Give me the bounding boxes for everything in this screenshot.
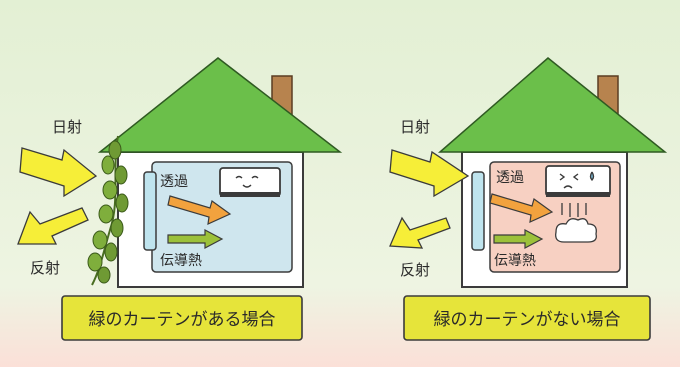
- conduction-arrow: [167, 229, 224, 249]
- air-conditioner: [219, 167, 281, 197]
- calm-face-icon: [235, 175, 259, 188]
- transmit-label: 透過: [160, 174, 188, 190]
- caption-box: [61, 295, 303, 341]
- sun-arrow: [389, 149, 470, 198]
- sun-label: 日射: [400, 118, 430, 136]
- reflect-label: 反射: [400, 261, 430, 279]
- transmit-arrow: [167, 195, 232, 225]
- reflect-arrow: [17, 207, 89, 245]
- roof: [437, 57, 668, 153]
- cold-air-icon: [555, 203, 597, 243]
- caption-box: [403, 295, 651, 341]
- right-panel: 透過 伝導熱 日射 反射 緑のカーテンがない場合: [389, 57, 668, 341]
- window: [471, 171, 485, 251]
- left-panel: 透過 伝導熱 日射 反射 緑のカーテンがある場合: [17, 57, 343, 341]
- window: [143, 171, 157, 251]
- conduction-arrow: [493, 229, 544, 249]
- reflect-label: 反射: [30, 259, 60, 277]
- reflect-arrow: [389, 216, 451, 249]
- air-conditioner: [545, 165, 611, 243]
- transmit-label: 透過: [496, 170, 524, 186]
- caption: 緑のカーテンがある場合: [89, 310, 276, 330]
- conduct-label: 伝導熱: [494, 253, 536, 269]
- green-curtain: [87, 135, 129, 286]
- sun-arrow: [19, 147, 98, 198]
- caption: 緑のカーテンがない場合: [434, 310, 621, 330]
- sun-label: 日射: [52, 118, 82, 136]
- transmit-arrow: [489, 193, 554, 223]
- roof: [97, 57, 343, 153]
- sweating-face-icon: [559, 171, 595, 189]
- conduct-label: 伝導熱: [160, 253, 202, 269]
